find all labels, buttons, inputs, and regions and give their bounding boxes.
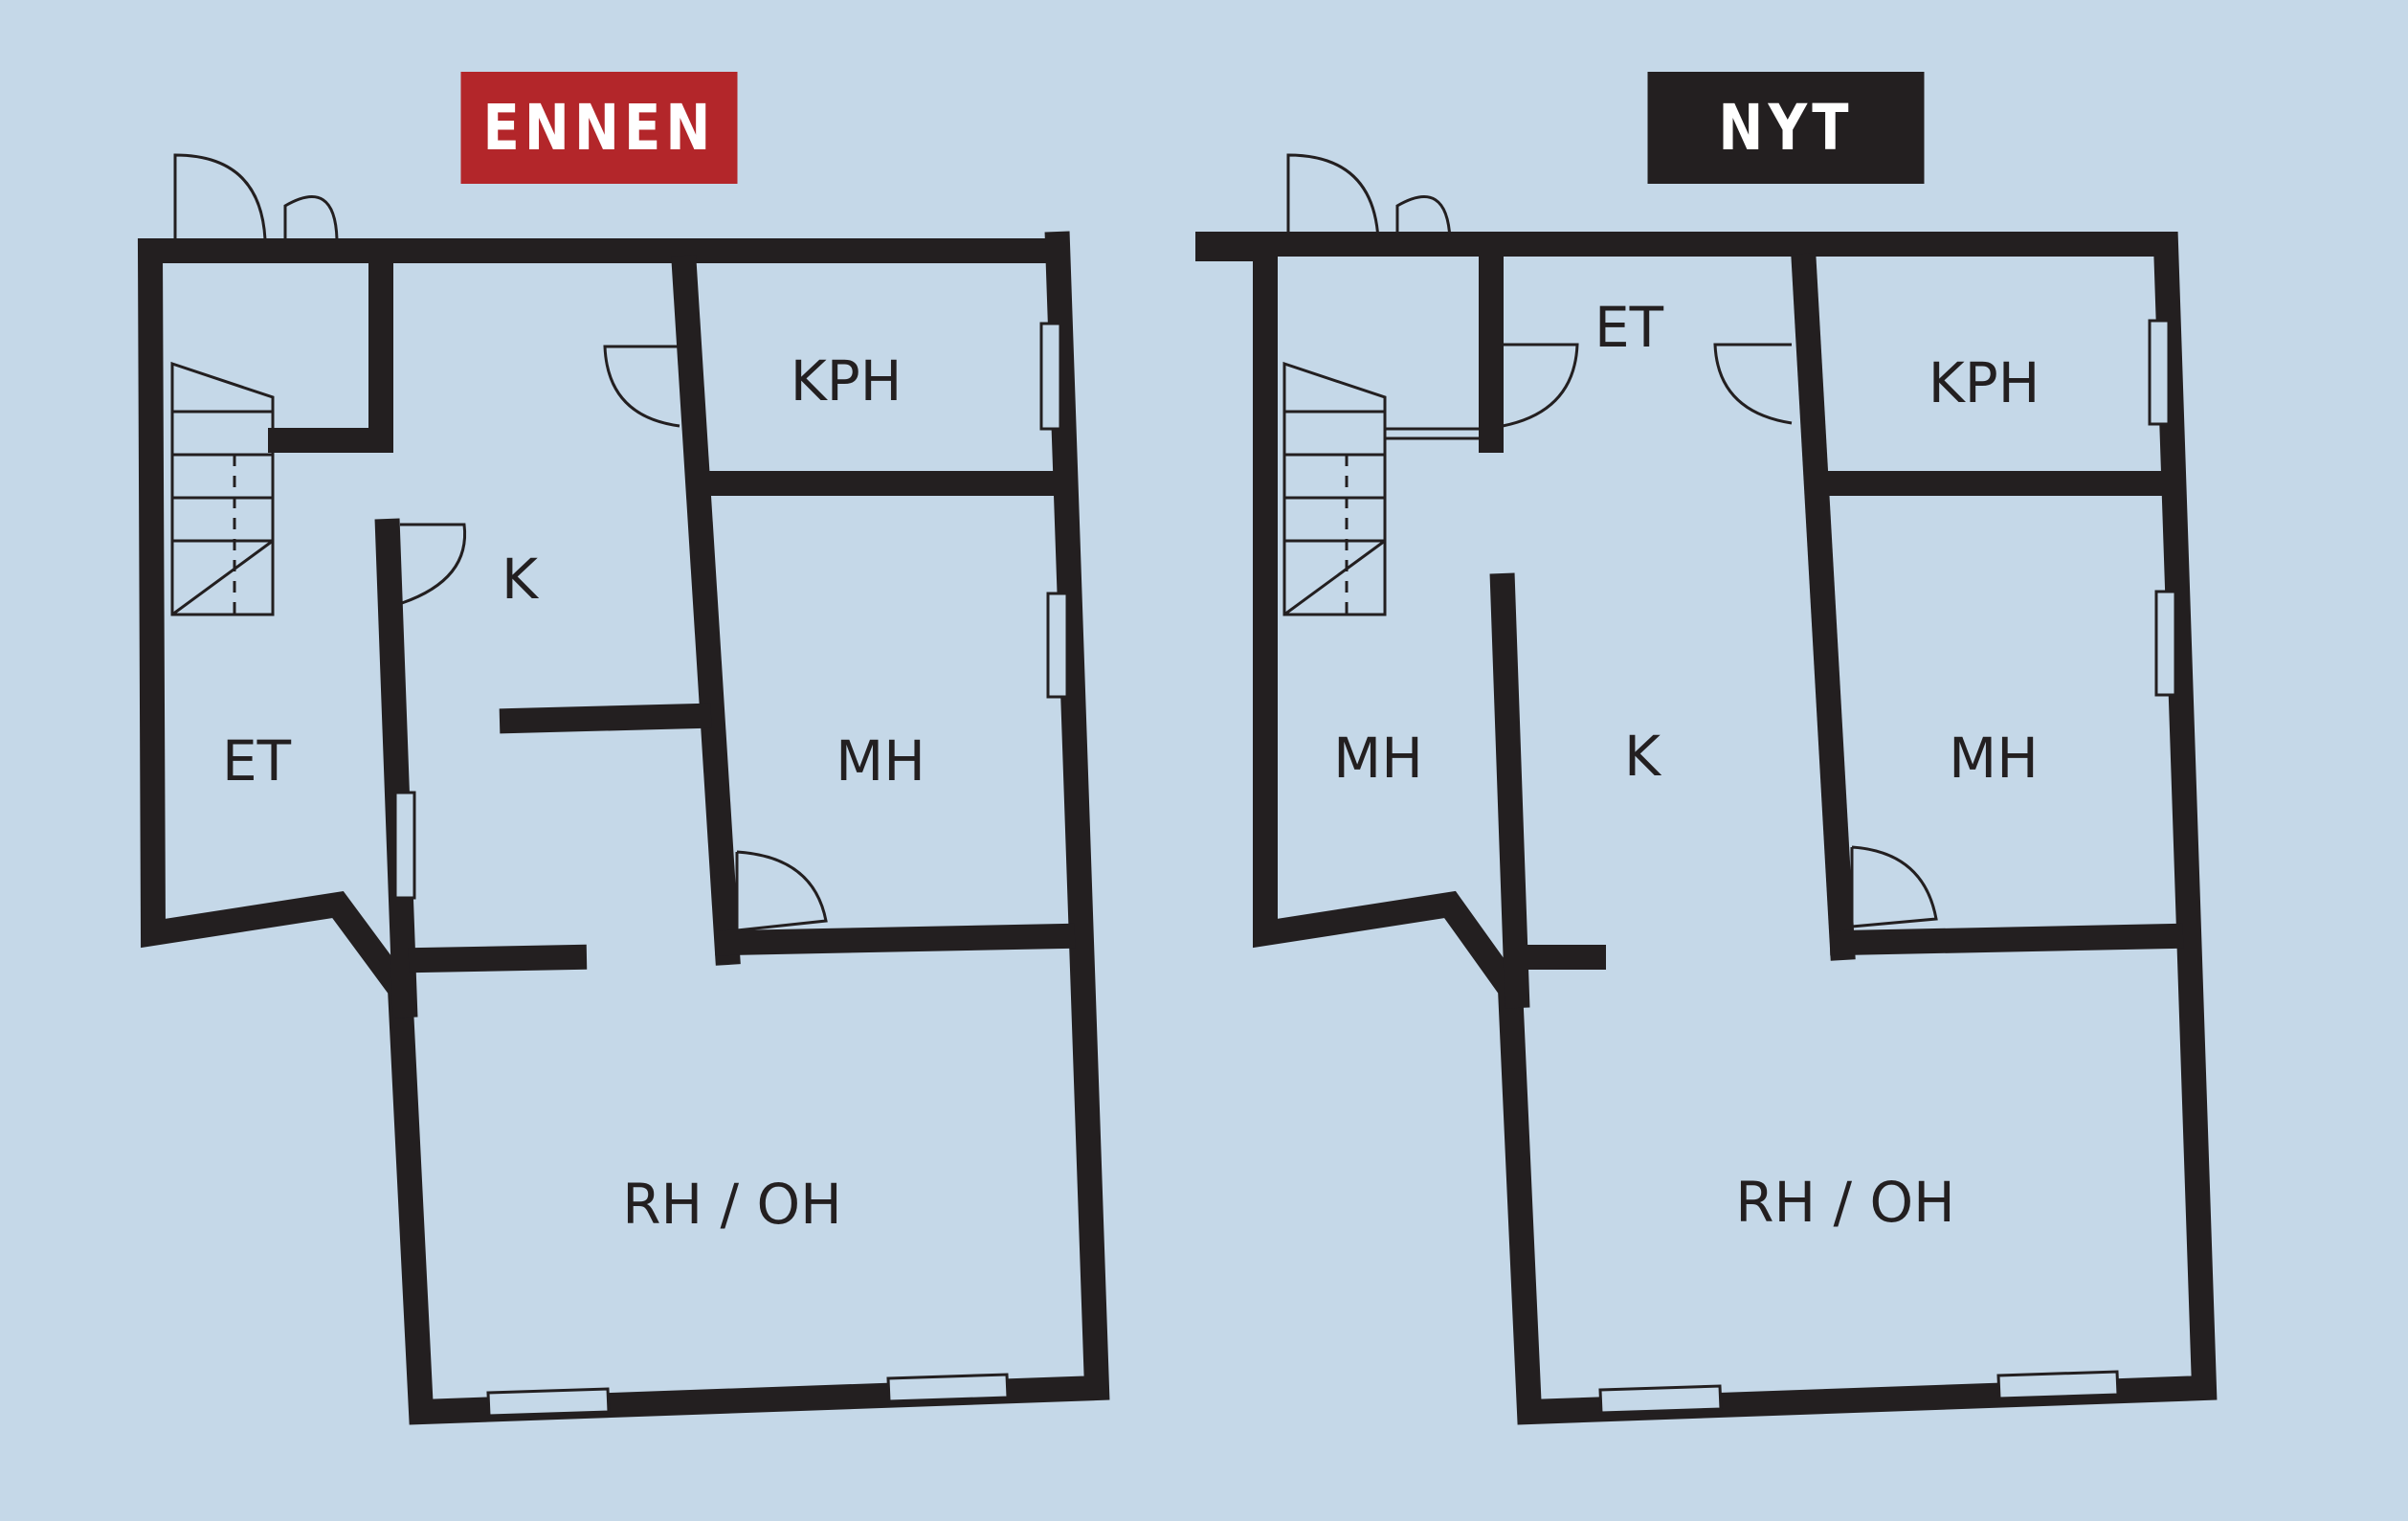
window-kph-after <box>2148 319 2171 426</box>
hall-wall-before <box>374 518 418 1018</box>
kitchen-wall-after <box>1489 572 1530 1009</box>
room-label-rh-oh-before: RH / OH <box>622 1172 842 1237</box>
entrance-door-after <box>1286 153 1380 240</box>
entrance-door-small-before <box>283 195 339 240</box>
window-bottom-right-after <box>1996 1370 2120 1400</box>
room-label-k-after: K <box>1623 724 1661 789</box>
closet-wall-before <box>268 251 393 453</box>
kph-mh-wall-after <box>1791 253 1856 961</box>
mh-bottom-wall-before <box>714 923 1076 956</box>
room-label-et-before: ET <box>221 728 292 794</box>
window-kph-before <box>1039 322 1062 431</box>
outer-wall-before <box>137 231 1110 1425</box>
room-label-mh-left-after: MH <box>1333 726 1423 791</box>
window-mh-after <box>2154 590 2177 697</box>
room-label-et-after: ET <box>1594 295 1664 360</box>
window-mh-before <box>1046 592 1069 699</box>
kph-door-before <box>603 345 680 428</box>
mh-door-after <box>1850 845 1938 928</box>
room-label-kph-after: KPH <box>1928 350 2040 415</box>
staircase-after <box>1282 361 1387 616</box>
mh-door-before <box>735 850 828 932</box>
kitchen-door-before <box>400 523 467 605</box>
window-bottom-left-after <box>1598 1384 1723 1415</box>
window-bottom-right-before <box>886 1373 1010 1403</box>
kitchen-stub-wall-before <box>499 703 712 734</box>
outer-wall-after <box>1195 232 2218 1425</box>
et-door-after <box>1502 343 1579 428</box>
window-bottom-left-before <box>486 1387 611 1418</box>
window-hall-before <box>393 791 416 900</box>
floor-plan-after <box>1195 153 2218 1425</box>
room-label-rh-oh-after: RH / OH <box>1735 1170 1955 1235</box>
kph-door-after <box>1713 343 1793 425</box>
room-label-kph-before: KPH <box>790 348 903 414</box>
room-label-k-before: K <box>501 547 539 612</box>
before-badge: ENNEN <box>460 72 738 184</box>
kitchen-wall-before <box>671 255 741 966</box>
mh-bottom-wall-after <box>1829 923 2184 956</box>
after-badge: NYT <box>1647 72 1925 184</box>
room-label-mh-right-after: MH <box>1949 726 2039 791</box>
room-label-mh-before: MH <box>836 728 925 794</box>
floor-plan-before <box>137 153 1110 1425</box>
entrance-door-small-after <box>1395 195 1452 240</box>
entrance-door-before <box>173 153 267 240</box>
hall-stub-wall-before <box>408 944 588 973</box>
staircase-before <box>170 361 275 616</box>
